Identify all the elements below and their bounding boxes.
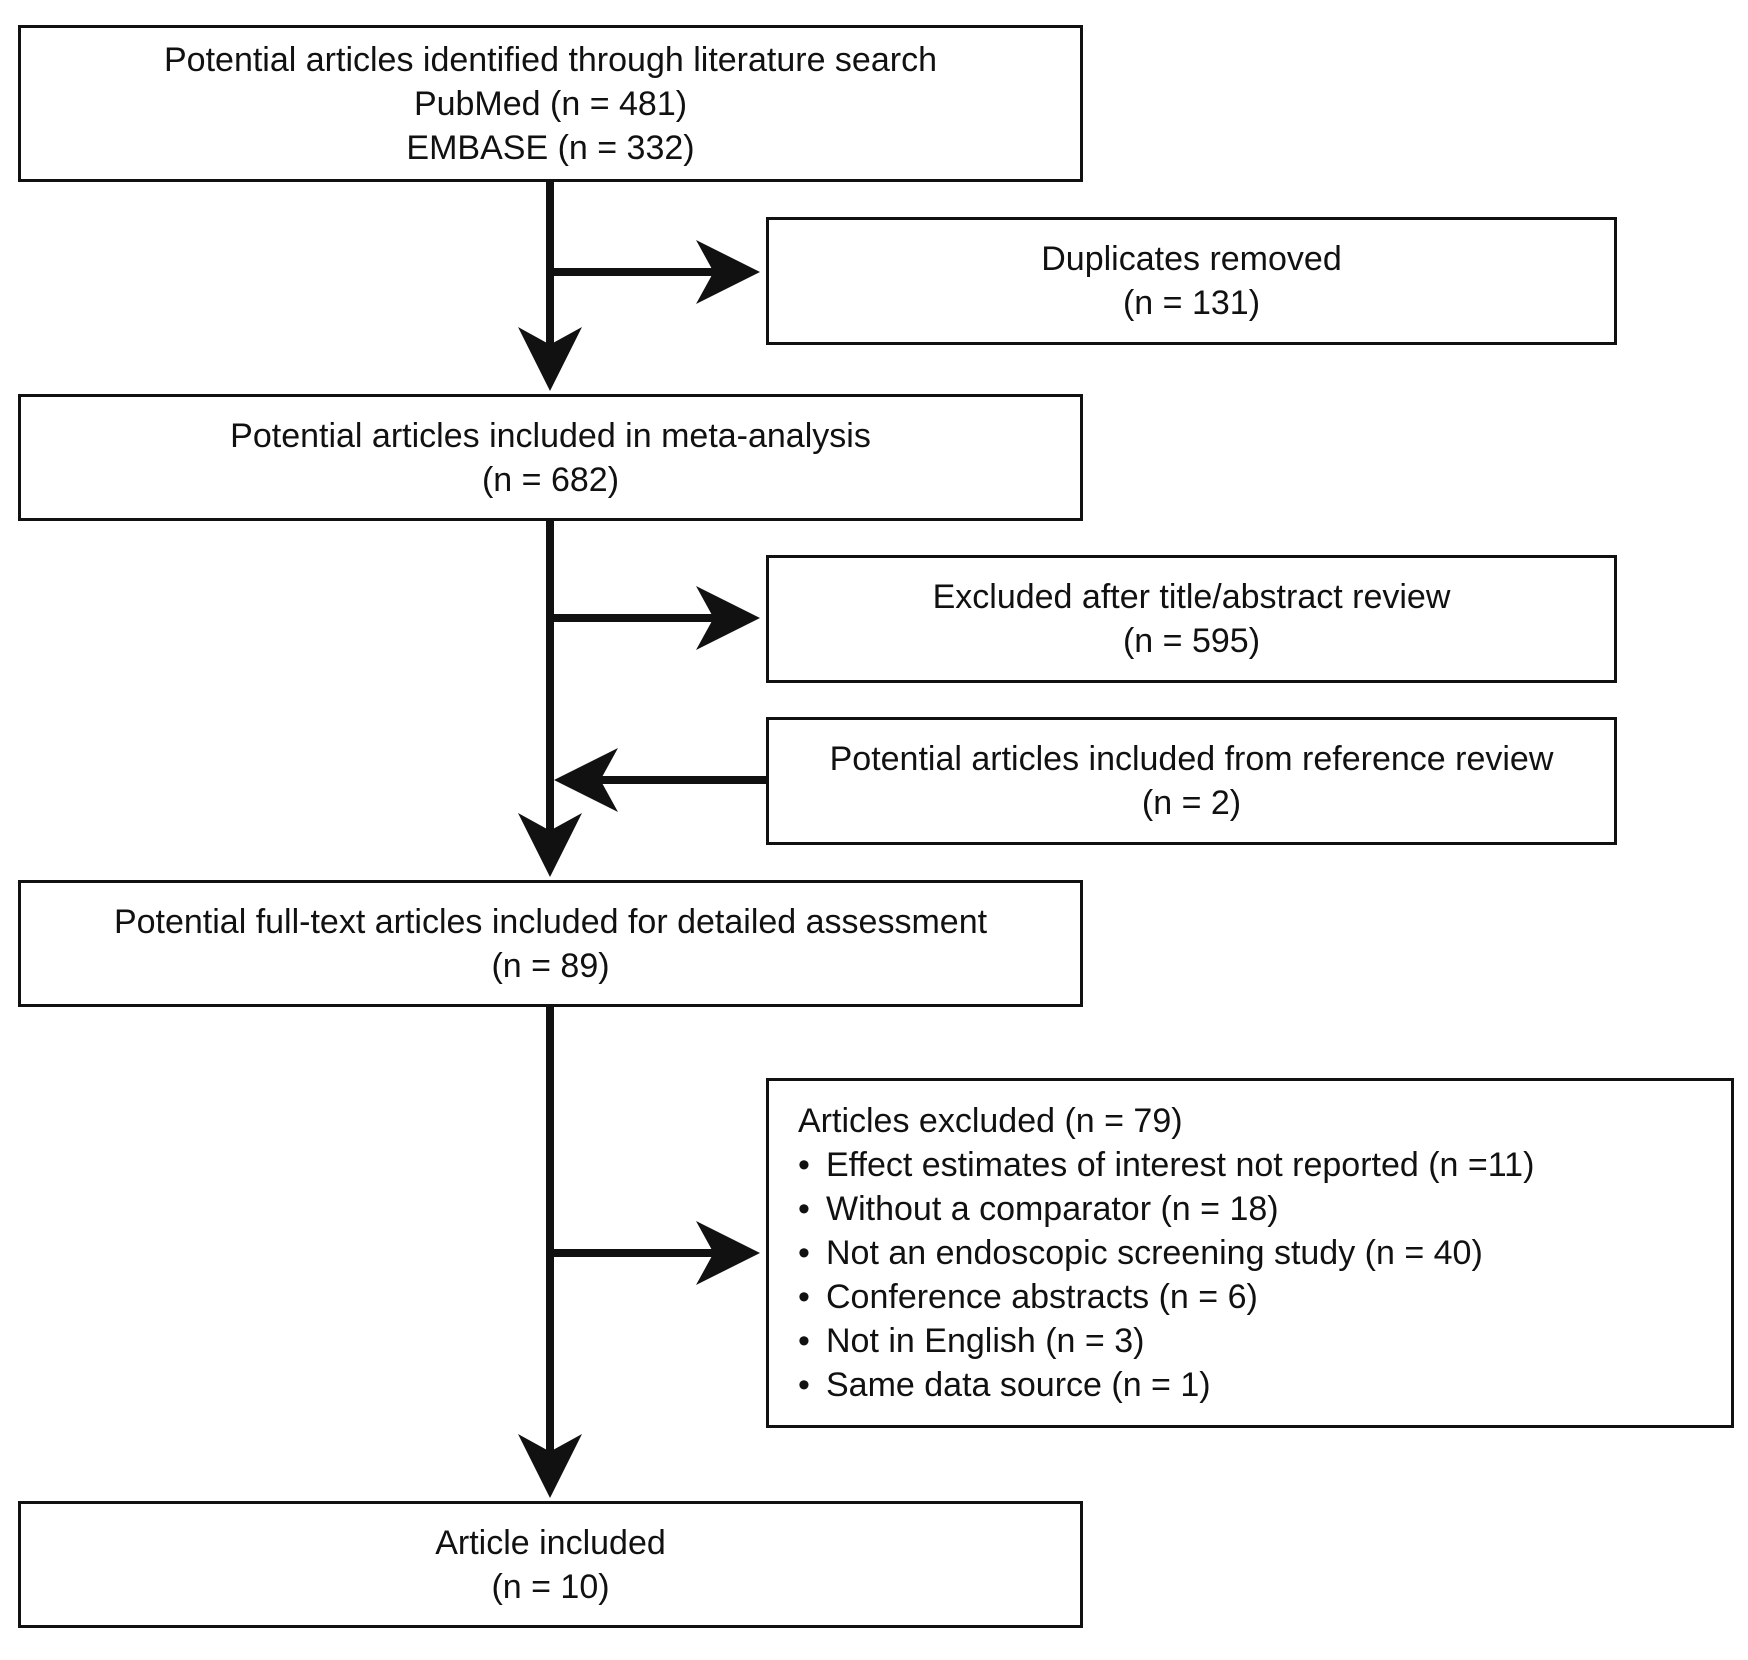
title-abstract-excluded-title: Excluded after title/abstract review bbox=[932, 578, 1451, 616]
full-text-assessment-count: (n = 89) bbox=[491, 946, 610, 985]
exclusion-reason-text: Not an endoscopic screening study (n = 4… bbox=[826, 1234, 1483, 1272]
embase-count: EMBASE (n = 332) bbox=[406, 128, 695, 167]
exclusion-reason: • Without a comparator (n = 18) bbox=[798, 1187, 1279, 1231]
duplicates-count: (n = 131) bbox=[1122, 284, 1261, 322]
full-text-assessment-box: Potential full-text articles included fo… bbox=[18, 880, 1083, 1007]
exclusion-reason: • Not in English (n = 3) bbox=[798, 1319, 1144, 1363]
bullet-icon: • bbox=[798, 1322, 810, 1360]
exclusion-reason-text: Same data source (n = 1) bbox=[826, 1366, 1211, 1404]
exclusion-reason-text: Without a comparator (n = 18) bbox=[826, 1190, 1279, 1228]
bullet-icon: • bbox=[798, 1146, 810, 1184]
exclusion-reason-text: Conference abstracts (n = 6) bbox=[826, 1278, 1258, 1316]
duplicates-title: Duplicates removed bbox=[1041, 240, 1342, 278]
bullet-icon: • bbox=[798, 1278, 810, 1316]
exclusion-reason: • Effect estimates of interest not report… bbox=[798, 1143, 1534, 1187]
included-box: Article included (n = 10) bbox=[18, 1501, 1083, 1628]
exclusion-reason-text: Effect estimates of interest not reporte… bbox=[826, 1146, 1535, 1184]
identification-box: Potential articles identified through li… bbox=[18, 25, 1083, 182]
exclusion-reason: • Not an endoscopic screening study (n = … bbox=[798, 1231, 1483, 1275]
included-title: Article included bbox=[435, 1523, 666, 1562]
meta-analysis-count: (n = 682) bbox=[481, 460, 620, 499]
reference-review-box: Potential articles included from referen… bbox=[766, 717, 1617, 845]
title-abstract-excluded-box: Excluded after title/abstract review (n … bbox=[766, 555, 1617, 683]
full-text-excluded-box: Articles excluded (n = 79) • Effect estim… bbox=[766, 1078, 1734, 1428]
exclusion-reason: • Same data source (n = 1) bbox=[798, 1363, 1211, 1407]
bullet-icon: • bbox=[798, 1190, 810, 1228]
reference-review-count: (n = 2) bbox=[1141, 784, 1242, 822]
reference-review-title: Potential articles included from referen… bbox=[829, 740, 1554, 778]
exclusion-reason-text: Not in English (n = 3) bbox=[826, 1322, 1145, 1360]
meta-analysis-title: Potential articles included in meta-anal… bbox=[230, 416, 871, 455]
exclusion-reason: • Conference abstracts (n = 6) bbox=[798, 1275, 1258, 1319]
bullet-icon: • bbox=[798, 1234, 810, 1272]
full-text-assessment-title: Potential full-text articles included fo… bbox=[113, 902, 988, 941]
title-abstract-excluded-count: (n = 595) bbox=[1122, 622, 1261, 660]
identification-title: Potential articles identified through li… bbox=[164, 40, 937, 79]
meta-analysis-box: Potential articles included in meta-anal… bbox=[18, 394, 1083, 521]
included-count: (n = 10) bbox=[491, 1567, 610, 1606]
full-text-excluded-title: Articles excluded (n = 79) bbox=[798, 1102, 1183, 1140]
pubmed-count: PubMed (n = 481) bbox=[413, 84, 688, 123]
bullet-icon: • bbox=[798, 1366, 810, 1404]
duplicates-box: Duplicates removed (n = 131) bbox=[766, 217, 1617, 345]
